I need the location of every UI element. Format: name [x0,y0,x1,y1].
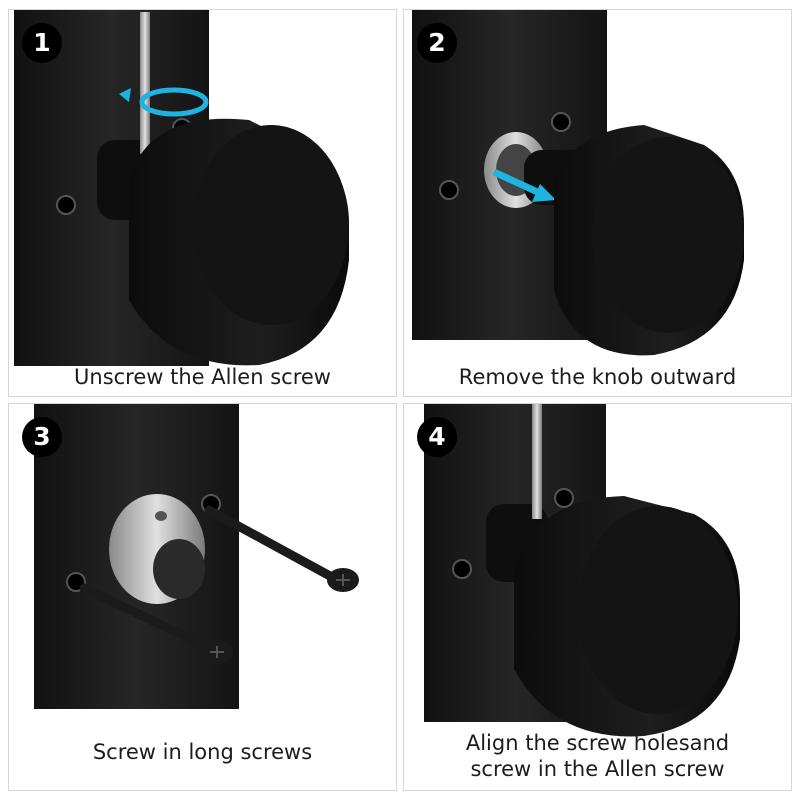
spindle-bore [153,539,205,599]
step-2-caption: Remove the knob outward [458,365,737,389]
screw-hole [452,559,472,579]
phillips-head-icon [210,646,224,658]
knob-face [193,125,349,325]
step-4-caption: Align the screw holesand screw in the Al… [465,731,730,781]
step-3-illustration [34,404,359,709]
knob-face [578,506,738,714]
screw-hole [439,180,459,200]
step-2-panel: 2 Remove the knob outward [403,9,792,397]
pull-arrow-icon [532,184,556,202]
step-3-caption: Screw in long screws [92,740,313,764]
rotate-arrowhead-icon [119,88,131,102]
rotate-arrow-icon [139,87,209,117]
long-screw-shaft [79,583,219,655]
knob-face [592,137,744,333]
allen-key [140,12,150,154]
screw-hole [551,112,571,132]
long-screw-shaft [204,505,346,587]
pull-arrow-line [492,168,546,199]
step-2-badge: 2 [417,23,457,63]
step-3-panel: 3 Screw in long screws [8,403,397,791]
step-1-badge: 1 [22,23,62,63]
screw-hole [554,488,574,508]
step-2-illustration [412,10,744,356]
step-3-badge: 3 [22,417,62,457]
step-1-panel: 1 Unscrew the Allen screw [8,9,397,397]
step-1-illustration [14,10,349,366]
step-1-caption: Unscrew the Allen screw [74,365,331,389]
screw-hole [56,195,76,215]
allen-key [532,404,542,519]
phillips-head-icon [336,574,350,586]
step-4-illustration [424,404,740,737]
step-4-panel: 4 Align the screw holesand screw in the … [403,403,792,791]
set-screw-hole [155,511,167,521]
step-4-badge: 4 [417,417,457,457]
